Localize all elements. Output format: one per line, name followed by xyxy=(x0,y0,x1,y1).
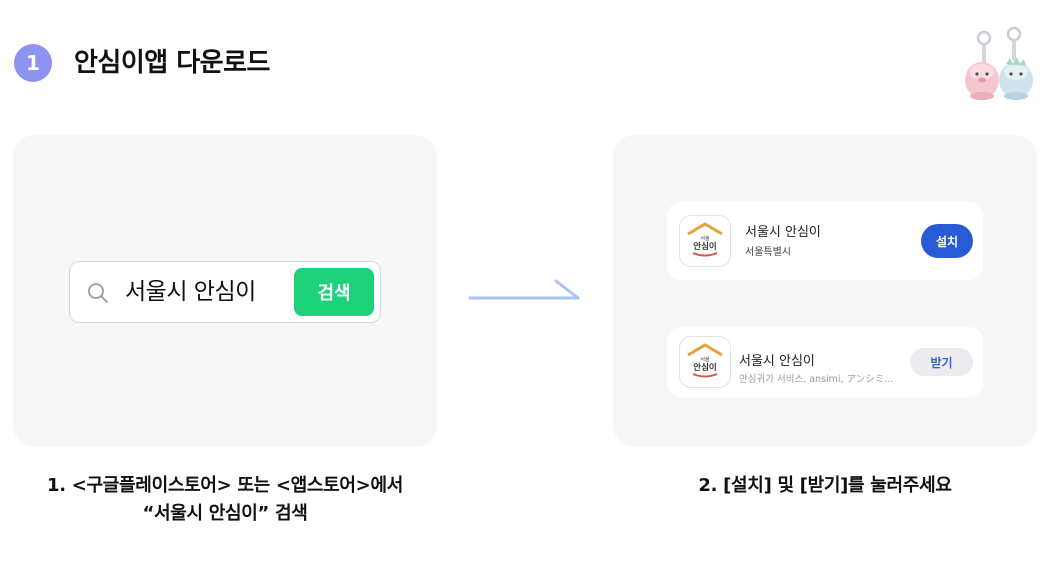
step1-caption-line2: “서울시 안심이” 검색 xyxy=(142,503,308,524)
get-button[interactable]: 받기 xyxy=(910,348,973,376)
app-icon: 서울 안심이 xyxy=(679,336,731,388)
search-icon xyxy=(88,283,108,303)
search-step-panel: 서울시 안심이 검색 xyxy=(13,135,437,447)
app-icon-top-text: 서울 xyxy=(700,235,710,242)
page-title: 안심이앱 다운로드 xyxy=(74,48,270,78)
store-search-bar[interactable]: 서울시 안심이 검색 xyxy=(69,261,381,323)
app-icon-top-text: 서울 xyxy=(700,356,710,363)
play-store-result-card[interactable]: 서울 안심이 서울시 안심이 서울특별시 설치 xyxy=(667,202,983,280)
app-name: 서울시 안심이 xyxy=(745,225,821,240)
step1-caption: 1. <구글플레이스토어> 또는 <앱스토어>에서 “서울시 안심이” 검색 xyxy=(13,472,437,528)
step1-caption-line1: 1. <구글플레이스토어> 또는 <앱스토어>에서 xyxy=(47,475,403,496)
app-icon-main-text: 안심이 xyxy=(693,362,716,373)
app-description: 안심귀가 서비스, ansimi, アンシミ... xyxy=(739,374,894,385)
search-query-text[interactable]: 서울시 안심이 xyxy=(125,279,256,305)
install-step-panel: 서울 안심이 서울시 안심이 서울특별시 설치 서울 안심이 서울시 안심이 안… xyxy=(613,135,1037,447)
right-arrow-icon xyxy=(468,279,580,300)
app-icon: 서울 안심이 xyxy=(679,215,731,267)
step-number-badge: 1 xyxy=(14,44,52,82)
search-button[interactable]: 검색 xyxy=(294,268,374,316)
app-store-result-card[interactable]: 서울 안심이 서울시 안심이 안심귀가 서비스, ansimi, アンシミ...… xyxy=(667,327,983,397)
mascot-keyring-illustration xyxy=(965,26,1033,100)
app-logo-icon: 서울 안심이 xyxy=(687,222,723,257)
app-publisher: 서울특별시 xyxy=(745,247,791,258)
install-button[interactable]: 설치 xyxy=(921,224,973,258)
step2-caption: 2. [설치] 및 [받기]를 눌러주세요 xyxy=(698,475,952,496)
app-icon-main-text: 안심이 xyxy=(693,241,716,252)
app-name: 서울시 안심이 xyxy=(739,354,815,369)
app-logo-icon: 서울 안심이 xyxy=(687,343,723,378)
